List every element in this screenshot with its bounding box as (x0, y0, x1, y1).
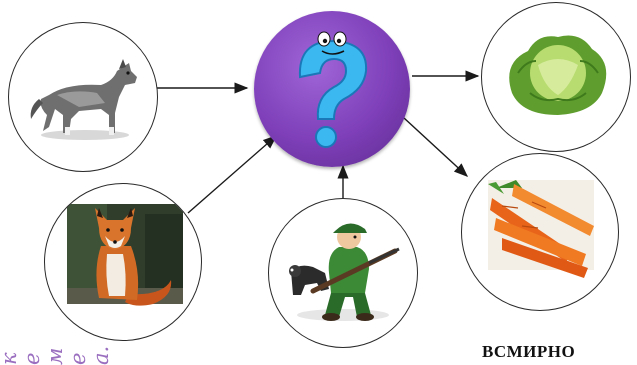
side-text-line: м (43, 347, 67, 365)
node-question (254, 11, 410, 167)
fox-icon (67, 204, 183, 306)
footer-author-text: ВСМИРНО (482, 342, 576, 361)
side-text-line: к (0, 352, 21, 365)
node-hunter (268, 198, 418, 348)
side-text-line: а. (89, 345, 113, 365)
side-text-line: е (66, 352, 90, 365)
carrots-icon (488, 180, 594, 278)
edge-fox-to-question (187, 135, 278, 214)
node-fox (44, 183, 202, 341)
edge-question-to-carrots (403, 117, 469, 177)
node-cabbage (481, 2, 631, 152)
side-text-line: е (20, 352, 44, 365)
side-text: к е м е а. (0, 290, 158, 365)
hunter-icon (289, 223, 400, 321)
wolf-icon (30, 59, 137, 140)
node-carrots (461, 153, 619, 311)
cabbage-icon (509, 35, 607, 115)
node-wolf (8, 22, 158, 172)
question-mark-icon (298, 31, 368, 148)
